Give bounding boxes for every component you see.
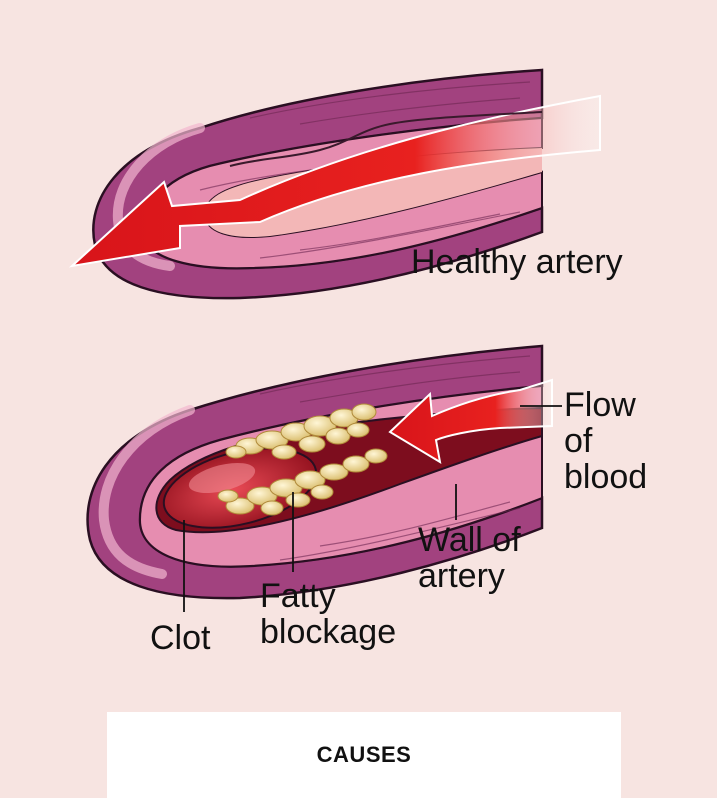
label-fatty-line-2: blockage <box>260 614 396 650</box>
label-flow-line-1: Flow <box>564 387 647 423</box>
label-wall-of-artery: Wall of artery <box>418 522 521 594</box>
label-flow-line-3: blood <box>564 459 647 495</box>
label-flow-line-2: of <box>564 423 647 459</box>
label-wall-line-1: Wall of <box>418 522 521 558</box>
caption-text: CAUSES <box>317 742 412 768</box>
label-wall-line-2: artery <box>418 558 521 594</box>
label-flow-of-blood: Flow of blood <box>564 387 647 495</box>
label-healthy-artery: Healthy artery <box>411 244 623 280</box>
caption-box: CAUSES <box>107 712 621 798</box>
label-fatty-blockage: Fatty blockage <box>260 578 396 650</box>
label-fatty-line-1: Fatty <box>260 578 396 614</box>
label-clot: Clot <box>150 620 210 656</box>
